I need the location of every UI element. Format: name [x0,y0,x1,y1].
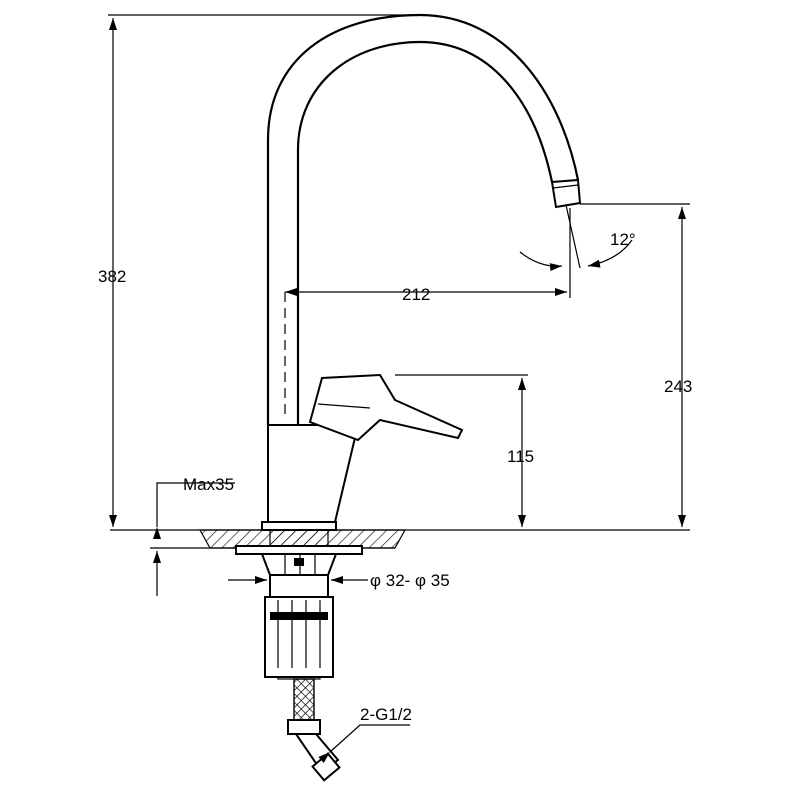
leader-max35-top [153,482,235,539]
dim-spout-reach: 212 [285,208,571,304]
stud-nut [294,558,304,566]
dim-label-212: 212 [402,285,430,304]
collar [269,574,329,598]
angle-leg-tilted [565,204,581,269]
dim-label-12deg: 12° [610,230,636,249]
dim-label-382: 382 [98,267,126,286]
dim-hole-diameter: φ 32- φ 35 [228,571,450,590]
dim-label-115: 115 [507,447,534,466]
spout-inner-curve [296,40,554,425]
mounting-plate [235,545,363,555]
dim-total-height: 382 [98,14,420,527]
dim-handle-height: 115 [395,374,534,527]
dim-spout-angle: 12° [519,204,636,272]
fastening-nut [264,596,334,678]
nut-slot [270,612,328,620]
faucet [235,13,582,782]
dim-outlet-height: 243 [580,203,692,527]
base-ring [261,521,337,531]
lever-handle [308,373,464,442]
mixer-body [267,424,360,523]
angle-arc-right [587,239,633,268]
aerator-band [552,184,579,189]
dim-label-connection: 2-G1/2 [360,705,412,724]
dim-connection-thread: 2-G1/2 [318,705,412,764]
dim-label-hole: φ 32- φ 35 [370,571,450,590]
angle-arc-left [519,251,563,272]
lever-handle-seam [317,403,371,409]
countertop [110,529,690,549]
threaded-shank [269,529,329,547]
aerator-tip [550,178,582,209]
hose-fitting [287,719,321,735]
braided-hose [293,678,315,722]
dim-label-max35: Max35 [183,475,234,494]
dim-label-243: 243 [664,377,692,396]
dim-max-thickness: Max35 [153,475,235,596]
spout-outer-curve [266,13,580,425]
leader-connection [318,724,410,764]
